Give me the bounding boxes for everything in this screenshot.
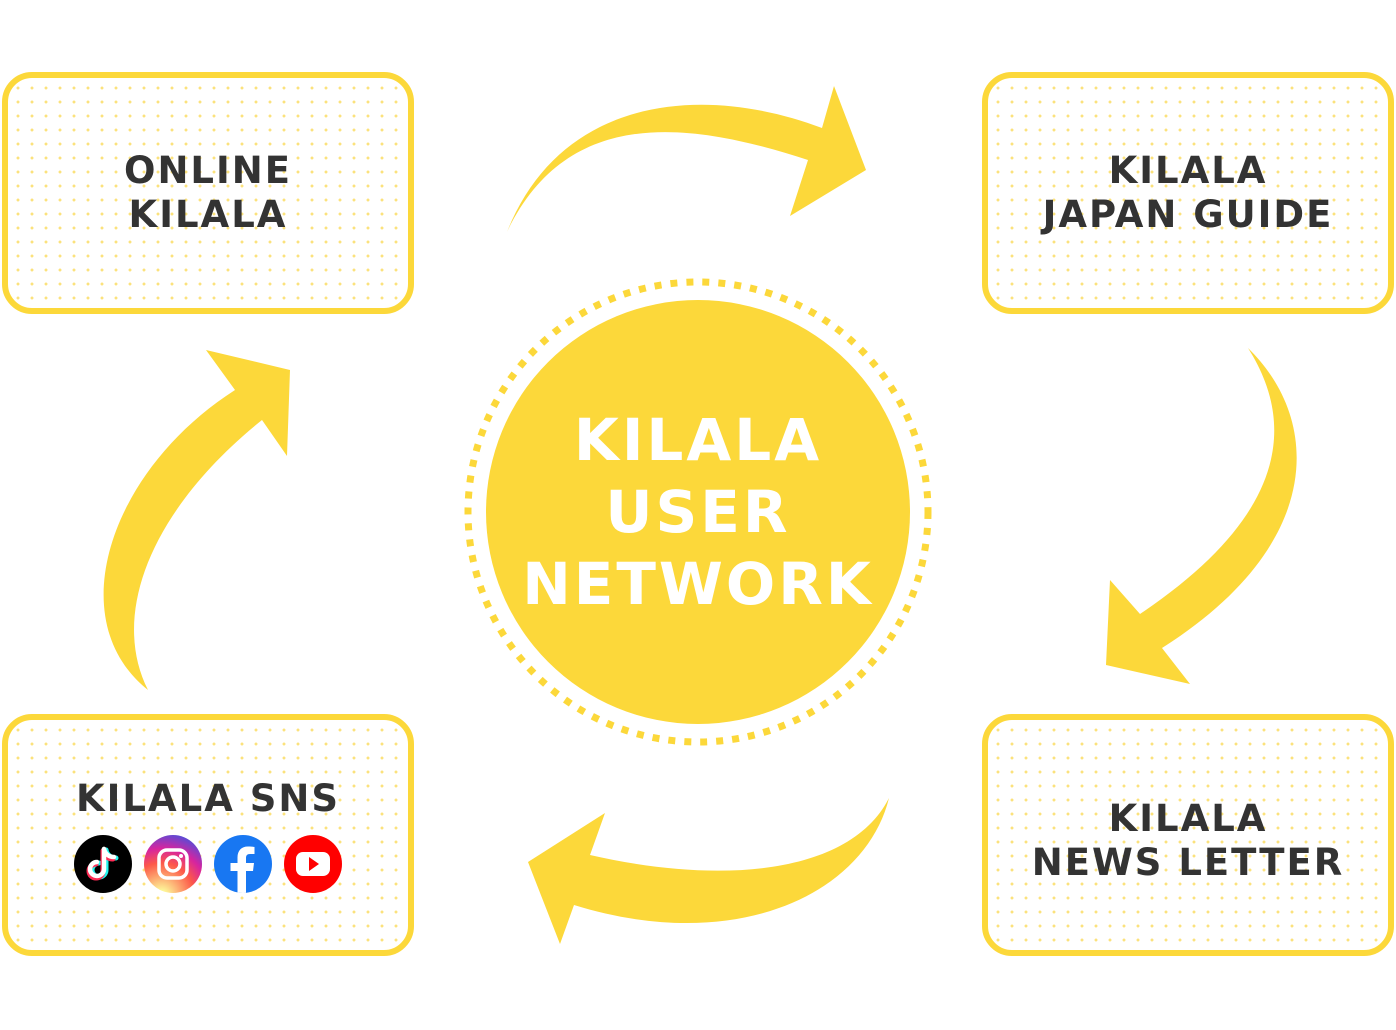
arrow-top — [507, 86, 866, 232]
arrow-right — [1106, 348, 1297, 684]
kilala-sns-box: KILALA SNS — [2, 714, 414, 956]
arrow-bottom — [528, 798, 889, 944]
japan-guide-title: KILALA JAPAN GUIDE — [1042, 149, 1334, 236]
instagram-icon[interactable] — [144, 835, 202, 893]
online-kilala-box: ONLINE KILALA — [2, 72, 414, 314]
arrow-left — [103, 350, 290, 690]
center-circle: KILALA USER NETWORK — [486, 300, 910, 724]
online-kilala-title: ONLINE KILALA — [123, 149, 292, 236]
center-title: KILALA USER NETWORK — [522, 406, 874, 618]
news-letter-title: KILALA NEWS LETTER — [1031, 797, 1345, 884]
sns-icon-row — [74, 835, 342, 893]
facebook-icon[interactable] — [214, 835, 272, 893]
tiktok-icon[interactable] — [74, 835, 132, 893]
kilala-sns-title: KILALA SNS — [75, 777, 340, 820]
news-letter-box: KILALA NEWS LETTER — [982, 714, 1394, 956]
japan-guide-box: KILALA JAPAN GUIDE — [982, 72, 1394, 314]
youtube-icon[interactable] — [284, 835, 342, 893]
